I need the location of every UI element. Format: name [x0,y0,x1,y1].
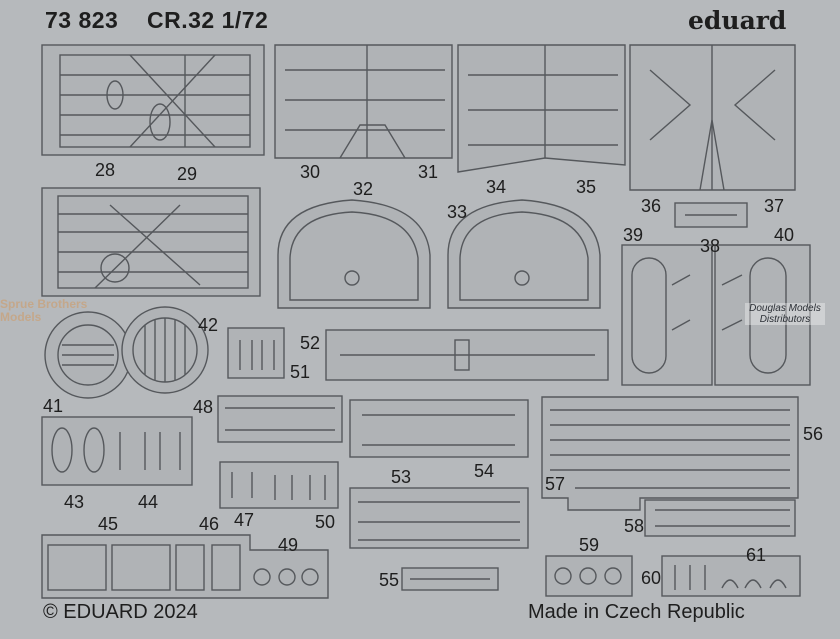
part-30-31 [274,44,453,159]
part-label-51: 51 [290,362,311,382]
watermark-left: Sprue Brothers Models [0,297,88,324]
part-label-31: 31 [418,162,439,182]
part-label-39: 39 [623,225,644,245]
part-32 [277,199,431,309]
part-label-42: 42 [198,315,219,335]
part-label-56: 56 [803,424,824,444]
part-label-52: 52 [300,333,321,353]
part-56-57 [541,396,799,511]
part-label-36: 36 [641,196,662,216]
part-label-38: 38 [700,236,721,256]
part-label-54: 54 [474,461,495,481]
part-label-35: 35 [576,177,597,197]
part-54 [349,399,529,458]
part-53 [349,487,529,549]
part-36-37 [629,44,796,191]
part-38 [674,202,748,228]
part-29 [41,187,261,297]
part-55 [401,567,499,591]
part-label-41: 41 [43,396,64,416]
brand-logo: eduard [688,6,787,35]
part-label-34: 34 [486,177,507,197]
part-label-45: 45 [98,514,119,534]
part-47-50 [219,461,339,509]
part-label-43: 43 [64,492,85,512]
part-label-60: 60 [641,568,662,588]
part-45-46-49 [41,534,329,599]
part-42 [121,306,209,394]
part-label-49: 49 [278,535,299,555]
origin-text: Made in Czech Republic [528,601,745,623]
sheet-title: CR.32 1/72 [147,7,269,33]
part-label-33: 33 [447,202,468,222]
part-60-61 [661,555,801,597]
part-label-32: 32 [353,179,374,199]
part-48 [217,395,343,443]
part-label-28: 28 [95,160,116,180]
part-label-37: 37 [764,196,785,216]
part-label-58: 58 [624,516,645,536]
part-label-40: 40 [774,225,795,245]
part-33 [447,199,601,309]
watermark-right: Douglas Models Distributors [745,303,825,325]
part-label-29: 29 [177,164,198,184]
part-label-30: 30 [300,162,321,182]
part-41 [44,311,132,399]
part-52 [325,329,609,381]
part-label-44: 44 [138,492,159,512]
part-43-44 [41,416,193,486]
copyright-text: © EDUARD 2024 [43,601,198,623]
part-label-47: 47 [234,510,255,530]
part-51 [227,327,285,379]
part-label-50: 50 [315,512,336,532]
part-58 [644,499,796,537]
part-label-48: 48 [193,397,214,417]
part-59 [545,555,633,597]
part-label-61: 61 [746,545,767,565]
catalog-number: 73 823 [45,7,119,33]
part-label-57: 57 [545,474,566,494]
part-label-53: 53 [391,467,412,487]
part-40 [714,244,811,386]
part-label-55: 55 [379,570,400,590]
part-34-35 [457,44,626,173]
part-39 [621,244,713,386]
part-label-59: 59 [579,535,600,555]
part-label-46: 46 [199,514,220,534]
part-28 [41,44,265,156]
